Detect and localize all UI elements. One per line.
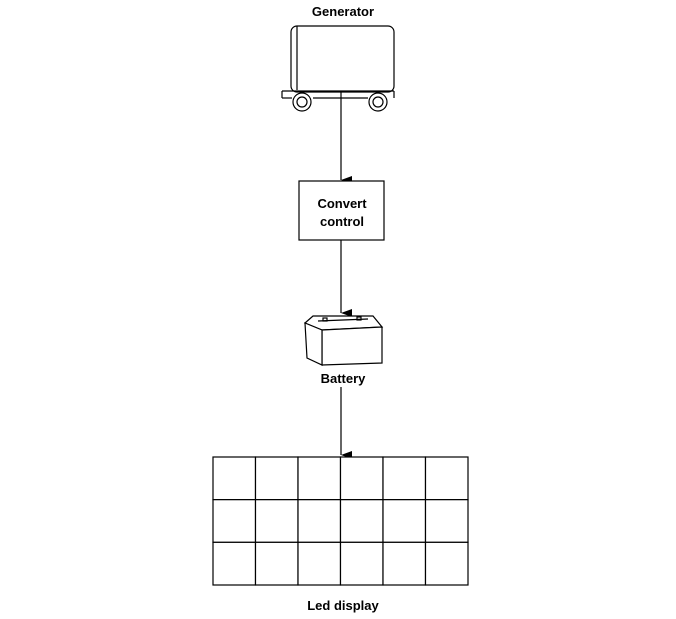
generator-icon: [281, 25, 395, 112]
convert-control-label-line2: control: [320, 214, 364, 229]
convert-control-label-line1: Convert: [317, 196, 367, 211]
convert-control-box: Convert control: [298, 180, 385, 241]
led-cell: [254, 499, 299, 543]
battery-label: Battery: [321, 371, 367, 386]
led-cell: [212, 499, 257, 543]
led-cell: [212, 541, 257, 586]
led-cell: [424, 541, 469, 586]
led-cell: [382, 499, 427, 543]
led-cell: [339, 456, 384, 501]
led-cell: [254, 456, 299, 501]
led-cell: [382, 541, 427, 586]
led-display-grid: [212, 456, 469, 586]
led-cell: [297, 499, 342, 543]
led-cell: [254, 541, 299, 586]
led-cell: [382, 456, 427, 501]
led-cell: [339, 499, 384, 543]
led-display-label: Led display: [307, 598, 379, 613]
led-cell: [424, 499, 469, 543]
led-cell: [424, 456, 469, 501]
battery-icon: [303, 315, 384, 366]
led-cell: [339, 541, 384, 586]
led-cell: [297, 456, 342, 501]
led-cell: [297, 541, 342, 586]
generator-label: Generator: [312, 4, 374, 19]
led-cell: [212, 456, 257, 501]
